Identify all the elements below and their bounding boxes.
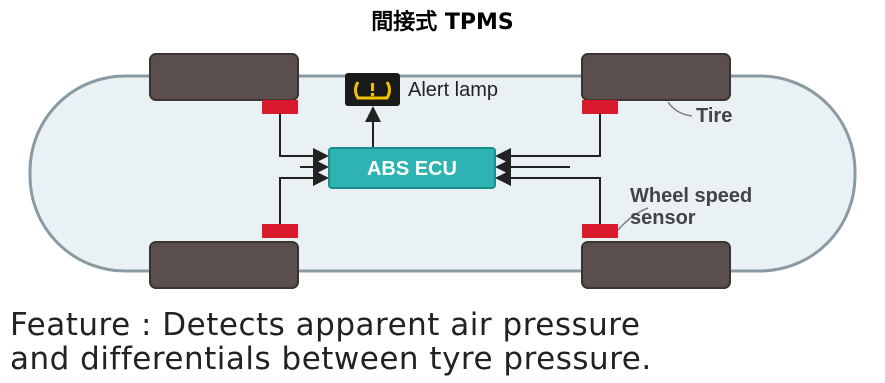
tire-label: Tire [696,105,732,127]
sensor-front-right [582,100,618,114]
caption-line-2: and differentials between tyre pressure. [10,341,652,377]
tire-rear-right [581,241,731,289]
tpms-warning-dot [370,92,375,97]
wire-rear-left [279,170,329,224]
tpms-warning-icon [354,81,391,100]
tire-leader-line [667,101,693,117]
sensor-leader-line [617,207,649,231]
tpms-diagram: ABS ECU Alert lamp Tire Wheel speed sens… [0,38,885,300]
abs-ecu-box [328,147,496,189]
alert-lamp-label: Alert lamp [408,79,498,101]
abs-ecu-label: ABS ECU [367,158,457,180]
wire-rear-right [495,170,601,224]
sensor-rear-right [582,224,618,238]
wire-front-left [279,114,329,164]
tire-front-right [581,53,731,101]
sensor-rear-left [262,224,298,238]
page-title: 間接式 TPMS [371,10,514,35]
sensor-label-line2: sensor [630,207,696,229]
sensor-label-line1: Wheel speed [630,185,752,207]
wire-front-right [495,114,601,164]
feature-caption: Feature : Detects apparent air pressure … [10,308,880,376]
sensor-front-left [262,100,298,114]
tire-rear-left [149,241,299,289]
tire-front-left [149,53,299,101]
caption-line-1: Feature : Detects apparent air pressure [10,307,641,343]
